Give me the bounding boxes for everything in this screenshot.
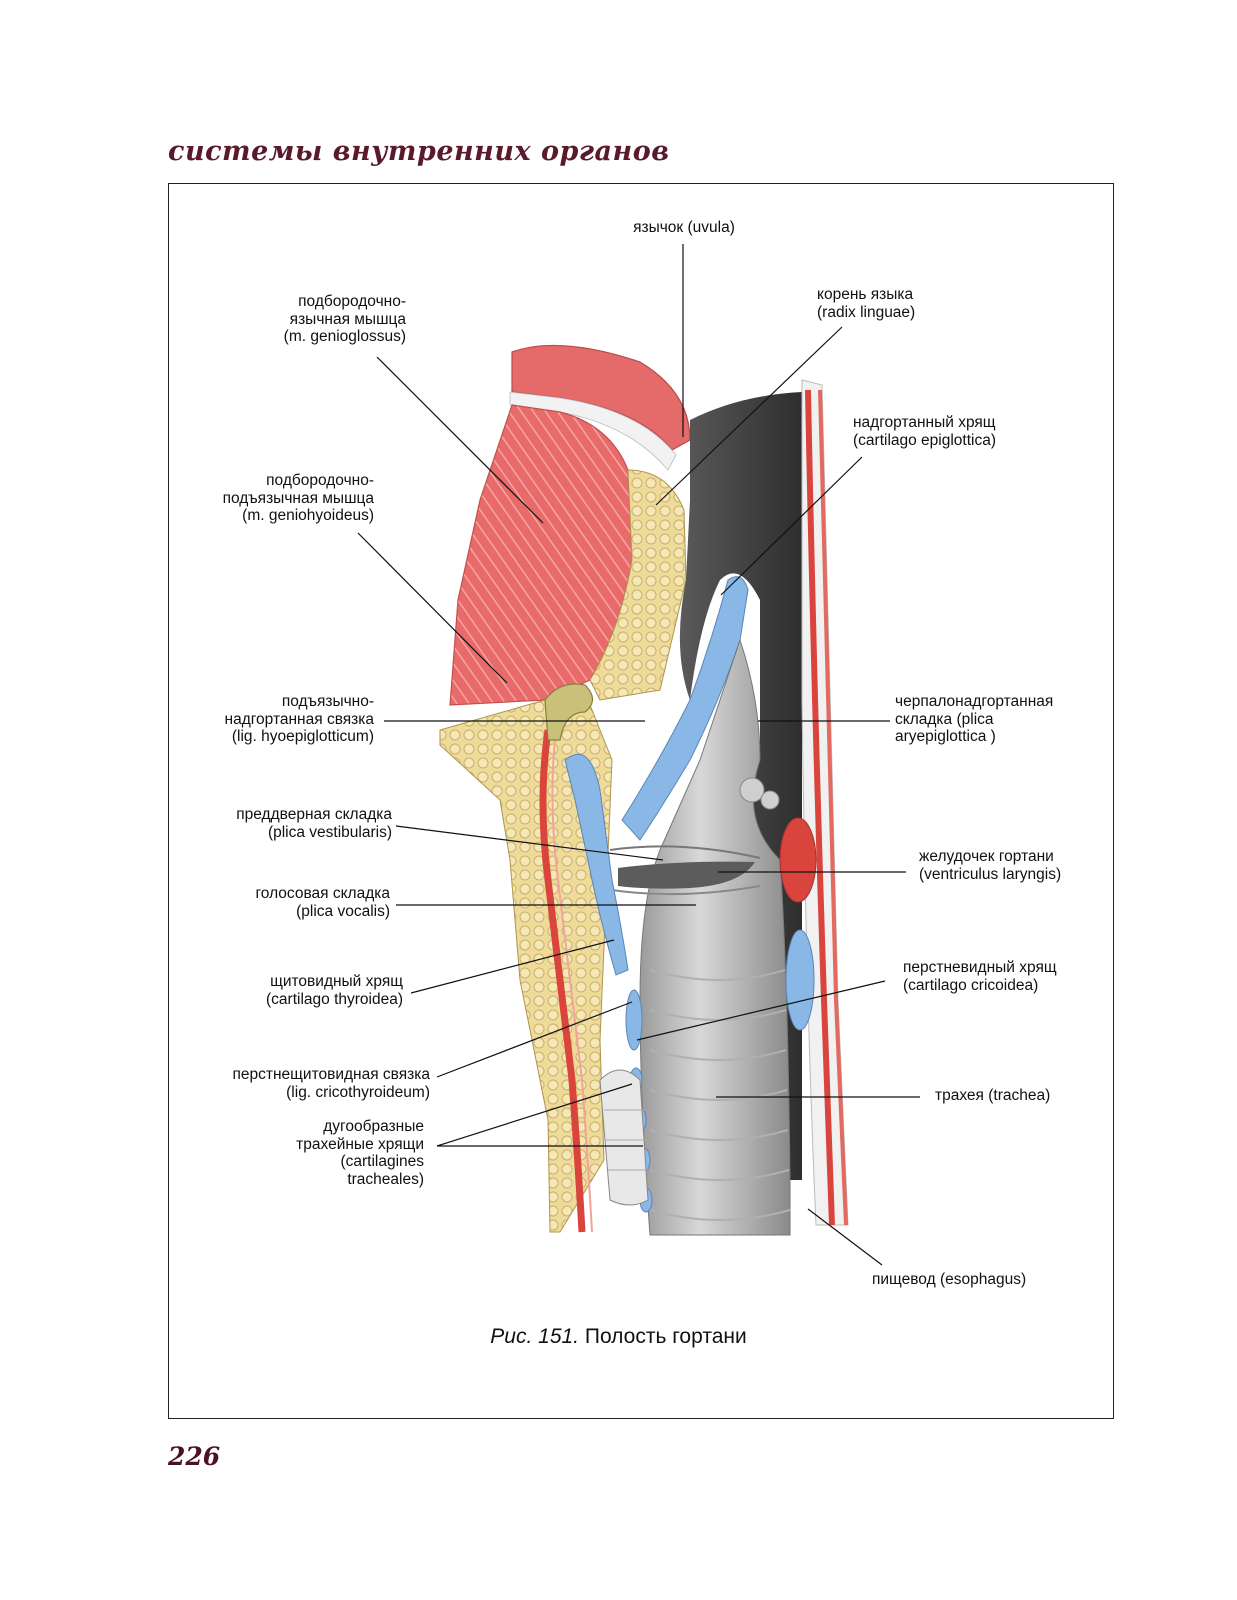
leader-lines — [357, 244, 920, 1266]
thyroid-cartilage — [564, 753, 629, 976]
vestibular-fold — [609, 845, 761, 859]
vocal-fold — [611, 885, 761, 896]
figure-frame — [168, 183, 1114, 1419]
label-hyoepiglotticum: подъязычно- надгортанная связка (lig. hy… — [224, 693, 374, 745]
tongue-root-fat — [589, 469, 687, 701]
label-vocalis: голосовая складка (plica vocalis) — [255, 885, 390, 920]
posterior-cartilage — [785, 929, 815, 1031]
caption-title: Полость гортани — [584, 1325, 747, 1348]
label-geniohyoideus: подбородочно- подъязычная мышца (m. geni… — [222, 472, 374, 524]
label-aryepiglottica: черпалонадгортанная складка (plica aryep… — [895, 693, 1054, 745]
page-number: 226 — [168, 1442, 221, 1471]
anterior-fat-column — [439, 699, 613, 1233]
tongue-top-white — [509, 391, 677, 471]
label-esophagus: пищевод (esophagus) — [872, 1271, 1027, 1288]
cricoid-cartilage — [625, 989, 643, 1051]
label-ventriculus: желудочек гортани (ventriculus laryngis) — [919, 848, 1062, 883]
label-genioglossus: подбородочно- язычная мышца (m. genioglo… — [283, 293, 406, 345]
label-vestibularis: преддверная складка (plica vestibularis) — [236, 806, 392, 841]
pharynx-dark — [679, 392, 802, 1180]
label-tracheales: дугообразные трахейные хрящи (cartilagin… — [296, 1118, 424, 1188]
label-epiglottica: надгортанный хрящ (cartilago epiglottica… — [853, 414, 997, 449]
label-uvula: язычок (uvula) — [633, 219, 735, 236]
label-thyroidea: щитовидный хрящ (cartilago thyroidea) — [266, 973, 403, 1008]
ventricle — [618, 861, 755, 889]
figure-caption: Рис. 151. Полость гортани — [0, 1325, 1237, 1349]
label-cricothyroideum: перстнещитовидная связка (lig. cricothyr… — [232, 1066, 431, 1101]
thyroid-gland — [599, 1069, 649, 1206]
caption-number: Рис. 151. — [490, 1325, 580, 1348]
label-cricoidea: перстневидный хрящ (cartilago cricoidea) — [903, 959, 1057, 994]
label-radix-linguae: корень языка (radix linguae) — [817, 286, 916, 321]
hyoid-bone — [544, 683, 594, 741]
posterior-red-1 — [805, 389, 835, 1226]
label-trachea: трахея (trachea) — [935, 1087, 1051, 1104]
esophageal-muscle — [779, 817, 817, 903]
section-title: системы внутренних органов — [168, 136, 670, 167]
posterior-red-2 — [818, 389, 848, 1226]
anterior-vessel — [539, 729, 586, 1233]
